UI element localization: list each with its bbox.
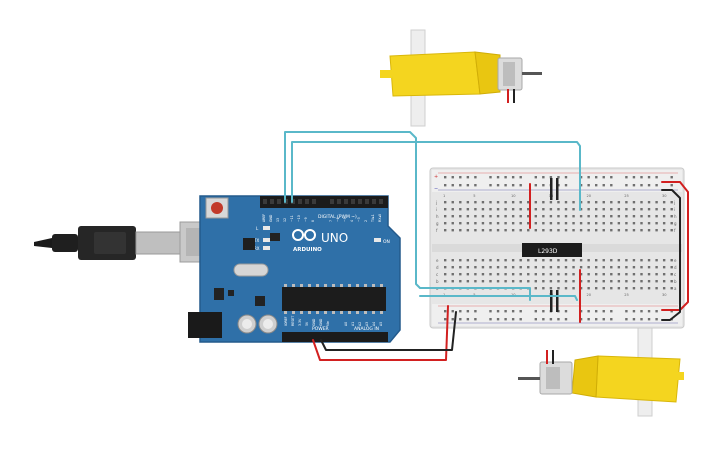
column-number: 5 [473,194,475,198]
rail-plus-label: + [434,174,438,180]
breadboard-holes[interactable]: jjiihhggffeeddccbbaa11551010151520202525… [435,176,677,321]
digital-pin-label: TX▸1 [371,214,375,223]
row-letter: f [436,228,438,233]
analog-pin-label: A4 [372,322,376,326]
digital-pin-label: 2 [364,220,368,222]
row-letter: g [674,221,677,226]
row-letter: d [674,265,677,270]
power-header-label: POWER [312,326,329,332]
analog-pin-label: A0 [344,322,348,326]
digital-pin-label: 13 [276,218,280,222]
row-letter: b [674,279,677,284]
analog-pin-label: A3 [365,322,369,326]
row-letter: j [435,200,437,205]
power-pin-label: Vin [326,321,330,326]
analog-pin-label: A2 [358,322,362,326]
board-model-label: UNO [321,231,348,245]
row-letter: c [436,272,438,277]
dc-motor-bottom[interactable] [518,319,684,417]
row-letter: h [674,214,677,219]
column-number: 25 [624,293,629,297]
digital-pin-label: GND [269,214,273,222]
l293d-chip[interactable]: L293D [522,243,582,257]
column-number: 1 [443,194,445,198]
digital-pin-label: 8 [311,220,315,222]
power-pin-label: RESET [291,316,295,326]
row-letter: e [674,258,677,263]
power-pin-label: 5V [305,321,309,326]
power-pin-label: 3.3V [298,318,302,326]
digital-pin-label: ~6 [336,217,340,222]
column-number: 30 [662,194,667,198]
analog-pin-label: A1 [351,322,355,326]
power-pin-label: IOREF [284,316,288,326]
digital-pin-label: AREF [262,214,266,222]
tx-led-label: TX [253,238,259,243]
column-number: 25 [624,194,629,198]
column-number: 20 [586,293,591,297]
row-letter: g [436,221,439,226]
row-letter: a [674,286,677,291]
wires[interactable] [284,131,689,361]
column-number: 10 [511,194,516,198]
l-led-label: L [256,226,259,231]
analog-pin-label: A5 [379,322,383,326]
digital-pin-label: RX◂0 [378,214,382,222]
digital-pin-label: ~11 [290,215,294,222]
arduino-infinity-logo-icon [292,229,316,241]
analog-header-label: ANALOG IN [354,326,379,332]
digital-pin-label: 12 [283,218,287,222]
digital-pin-label: 4 [350,220,354,222]
rail-minus-label: − [434,186,438,192]
digital-pin-label: ~5 [343,217,347,222]
digital-pin-label: ~9 [304,217,308,222]
digital-pin-label: 7 [329,220,333,222]
row-letter: e [436,258,439,263]
arduino-uno-board[interactable]: DIGITAL (PWM ~) ARDUINO UNO ON L TX RX [188,195,401,343]
digital-pin-label: ~3 [357,217,361,222]
rx-led-label: RX [254,246,260,251]
usb-cable-icon [34,221,225,263]
row-letter: b [436,279,439,284]
dc-motor-top[interactable] [380,29,542,127]
chip-label: L293D [538,248,558,255]
capacitor-icon [550,178,559,312]
arduino-logo-text: ARDUINO [293,247,322,253]
row-letter: j [673,200,675,205]
row-letter: d [436,265,439,270]
row-letter: i [674,207,675,212]
column-number: 30 [662,293,667,297]
on-label: ON [383,239,390,245]
digital-header-label: DIGITAL (PWM ~) [318,214,357,220]
power-pin-label: GND [312,318,316,326]
digital-pin-label: ~10 [297,215,301,222]
power-pin-label: GND [319,318,323,326]
row-letter: c [674,272,676,277]
row-letter: h [436,214,439,219]
row-letter: f [674,228,676,233]
row-letter: i [436,207,437,212]
column-number: 20 [586,194,591,198]
